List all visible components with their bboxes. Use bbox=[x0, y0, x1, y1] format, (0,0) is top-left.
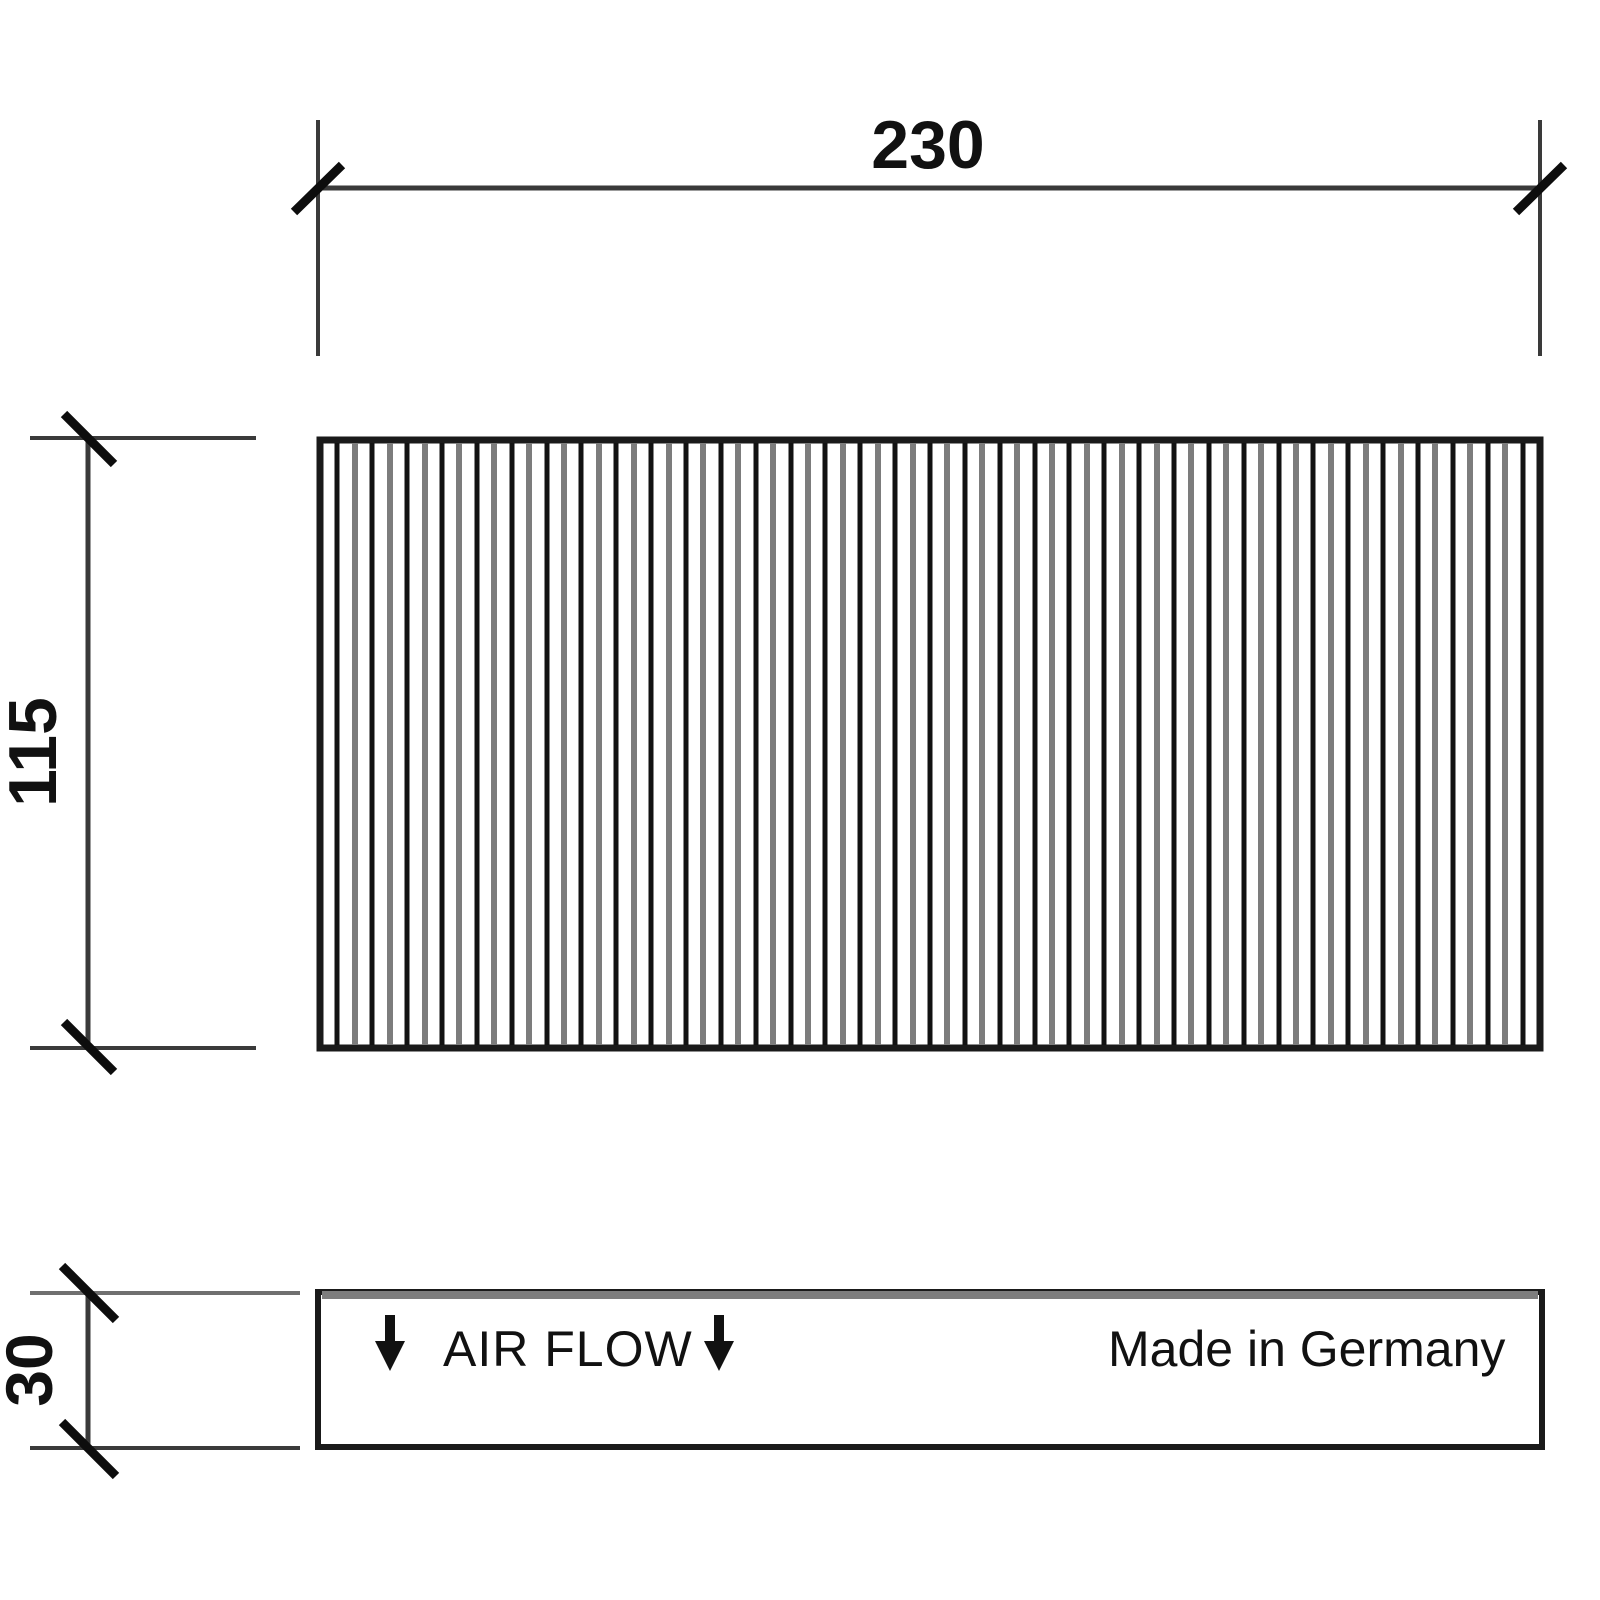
width-dim-right-tick-icon bbox=[1512, 161, 1568, 216]
filter-side-view-panel: AIR FLOW Made in Germany bbox=[315, 1289, 1545, 1450]
width-dimension-group: 230 bbox=[290, 107, 1568, 356]
side-panel-outline bbox=[315, 1289, 1545, 1450]
pleated-filter-body bbox=[316, 436, 1544, 1052]
width-dimension-value: 230 bbox=[871, 107, 984, 183]
height-dim-top-tick-icon bbox=[60, 410, 118, 468]
height-dimension-group: 115 bbox=[0, 410, 256, 1076]
height-dimension-value: 115 bbox=[0, 697, 71, 807]
air-flow-arrow-left-icon bbox=[375, 1315, 405, 1371]
depth-dimension-group: 30 bbox=[0, 1262, 300, 1480]
depth-dim-top-tick-icon bbox=[58, 1262, 120, 1324]
width-dim-left-tick-icon bbox=[290, 161, 346, 216]
air-flow-arrow-right-icon bbox=[704, 1315, 734, 1371]
air-flow-label: AIR FLOW bbox=[443, 1321, 693, 1377]
made-in-germany-label: Made in Germany bbox=[1108, 1321, 1505, 1377]
depth-dimension-value: 30 bbox=[0, 1333, 66, 1406]
depth-dim-bottom-tick-icon bbox=[58, 1418, 120, 1480]
height-dim-bottom-tick-icon bbox=[60, 1018, 118, 1076]
pleat-line-group bbox=[334, 443, 1526, 1045]
